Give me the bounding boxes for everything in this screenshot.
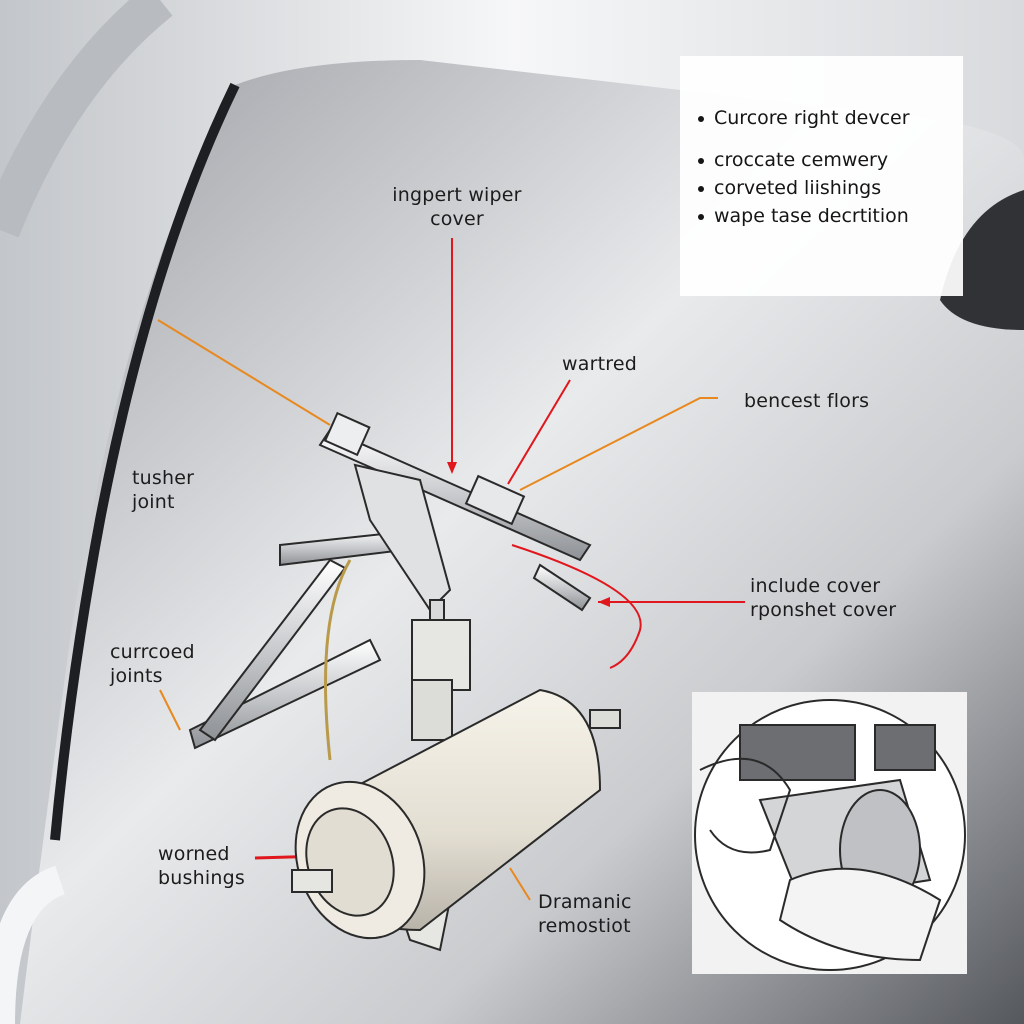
label-line: Dramanic [538,891,632,913]
legend-box: Curcore right devcer croccate cemwery co… [680,56,963,296]
label-line: rponshet cover [750,599,897,621]
inset-detail [692,692,967,974]
label-line: currcoed [110,641,195,663]
label-wiper-cover: ingpert wiper cover [372,183,542,231]
label-line: ingpert wiper [392,184,522,206]
label-worned-bushings: worned bushings [158,842,245,890]
legend-item: corveted liishings [696,174,963,202]
label-include-cover: include cover rponshet cover [750,574,896,622]
label-wartred: wartred [562,353,637,375]
label-line: joint [132,491,175,513]
label-line: tusher [132,467,195,489]
label-curred-joints: currcoed joints [110,640,195,688]
legend-item: wape tase decrtition [696,202,963,230]
label-line: remostiot [538,915,631,937]
legend-item: Curcore right devcer [696,104,963,132]
label-line: worned [158,843,230,865]
wiper-linkage [188,411,592,761]
wiper-motor [291,688,621,952]
label-dramanic: Dramanic remostiot [538,890,632,938]
label-line: include cover [750,575,881,597]
legend-item: croccate cemwery [696,146,963,174]
label-line: joints [110,665,163,687]
label-line: bushings [158,867,245,889]
label-bencest-flors: bencest flors [744,390,870,412]
label-tusher-joint: tusher joint [132,466,194,514]
label-line: cover [430,208,484,230]
